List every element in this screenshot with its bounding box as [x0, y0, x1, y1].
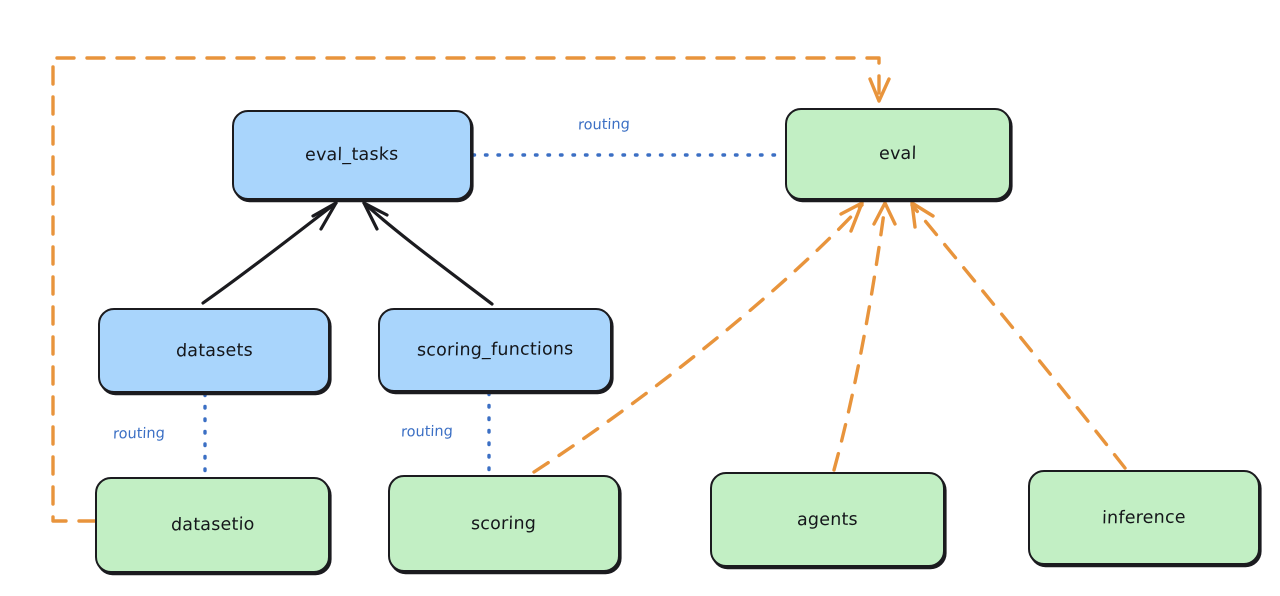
edge-label-routing-datasetio: routing: [112, 425, 166, 443]
node-datasets[interactable]: datasets: [98, 308, 330, 393]
edge-datasets-to-eval-tasks: [201, 201, 338, 305]
node-label-eval-tasks: eval_tasks: [305, 144, 399, 166]
node-label-datasets: datasets: [175, 340, 253, 361]
node-label-scoring-functions: scoring_functions: [416, 339, 574, 361]
node-label-agents: agents: [796, 509, 859, 530]
edge-label-routing-eval: routing: [577, 116, 631, 134]
edge-agents-to-eval: [832, 201, 897, 472]
node-label-datasetio: datasetio: [170, 514, 255, 536]
node-datasetio[interactable]: datasetio: [95, 477, 330, 573]
node-inference[interactable]: inference: [1028, 470, 1260, 565]
node-eval-tasks[interactable]: eval_tasks: [232, 110, 472, 200]
node-scoring-functions[interactable]: scoring_functions: [378, 308, 612, 392]
node-label-inference: inference: [1101, 507, 1187, 528]
node-scoring[interactable]: scoring: [388, 475, 620, 572]
node-label-scoring: scoring: [471, 513, 537, 534]
edge-inference-to-eval: [910, 201, 1127, 470]
edge-label-routing-scoring: routing: [400, 423, 454, 441]
node-agents[interactable]: agents: [710, 472, 945, 567]
node-eval[interactable]: eval: [785, 108, 1011, 200]
node-label-eval: eval: [878, 143, 918, 165]
edge-scoring-functions-to-eval-tasks: [362, 201, 494, 306]
